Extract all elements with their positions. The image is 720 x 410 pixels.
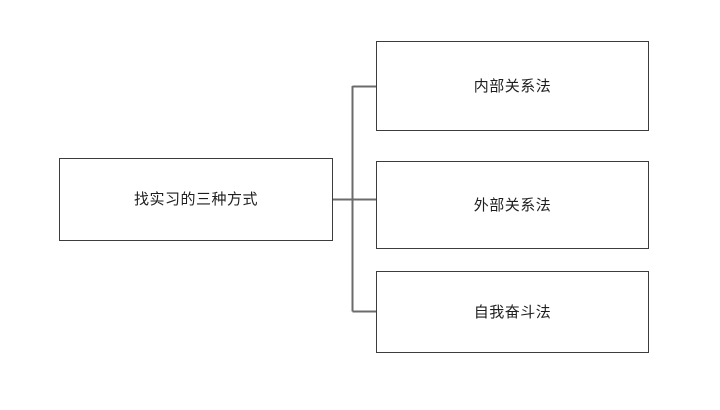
node-child-0-label: 内部关系法 [473, 76, 552, 95]
node-child-self-effort[interactable]: 自我奋斗法 [376, 271, 649, 353]
node-child-2-label: 自我奋斗法 [473, 302, 552, 321]
node-child-external-relations[interactable]: 外部关系法 [376, 161, 649, 249]
node-root[interactable]: 找实习的三种方式 [59, 158, 333, 241]
node-child-internal-relations[interactable]: 内部关系法 [376, 41, 649, 131]
node-child-1-label: 外部关系法 [473, 195, 552, 214]
node-root-label: 找实习的三种方式 [133, 190, 258, 208]
